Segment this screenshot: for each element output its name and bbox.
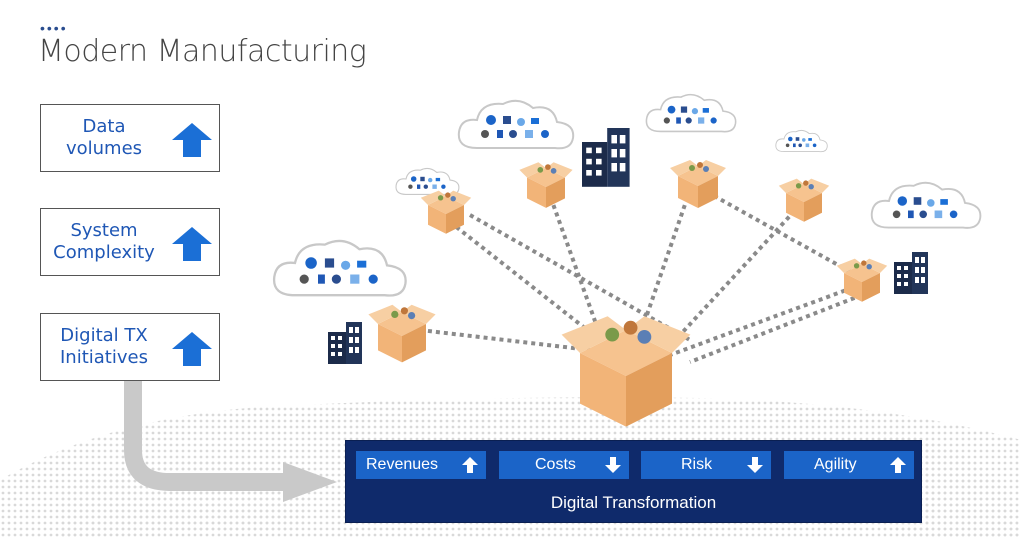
cloud-icon [775, 129, 828, 153]
cloud-icon [870, 181, 982, 229]
factor-label: Data volumes [65, 116, 143, 159]
package-box-icon [368, 304, 436, 363]
package-box-icon [519, 162, 573, 208]
metric-label: Revenues [366, 456, 439, 473]
metric-label: Costs [535, 456, 576, 473]
metric-label: Agility [814, 456, 857, 473]
factor-label: System Complexity [53, 220, 155, 263]
office-building-icon [894, 252, 928, 294]
office-building-icon [582, 128, 630, 187]
factor-digital-tx-initiatives: Digital TX Initiatives [40, 313, 220, 381]
office-building-icon [328, 322, 362, 364]
cloud-icon [395, 167, 460, 196]
digital-transformation-panel: Revenues Costs Risk Agility Digital Tran… [345, 440, 922, 523]
down-arrow-icon [605, 457, 621, 473]
up-arrow-icon [172, 227, 212, 261]
cloud-icon [645, 93, 737, 133]
up-arrow-icon [462, 457, 478, 473]
cloud-icon [457, 99, 575, 150]
up-arrow-icon [172, 332, 212, 366]
metric-label: Risk [681, 456, 713, 473]
package-box-icon [670, 160, 726, 208]
metric-risk: Risk [641, 451, 771, 479]
metric-agility: Agility [784, 451, 914, 479]
metric-costs: Costs [499, 451, 629, 479]
dotted-links [419, 186, 866, 364]
factor-system-complexity: System Complexity [40, 208, 220, 276]
package-box-icon [836, 258, 888, 302]
up-arrow-icon [890, 457, 906, 473]
central-package-box-icon [561, 316, 691, 427]
factor-label: Digital TX Initiatives [60, 325, 148, 368]
package-box-icon [778, 178, 830, 222]
panel-caption: Digital Transformation [550, 493, 717, 512]
title-dots: •••• [40, 20, 68, 36]
curved-arrow-icon [124, 380, 337, 502]
package-box-icon [420, 190, 472, 234]
up-arrow-icon [172, 123, 212, 157]
cloud-icon [272, 239, 407, 297]
metric-revenues: Revenues [356, 451, 486, 479]
down-arrow-icon [747, 457, 763, 473]
factor-data-volumes: Data volumes [40, 104, 220, 172]
page-title: Modern Manufacturing [38, 34, 367, 69]
